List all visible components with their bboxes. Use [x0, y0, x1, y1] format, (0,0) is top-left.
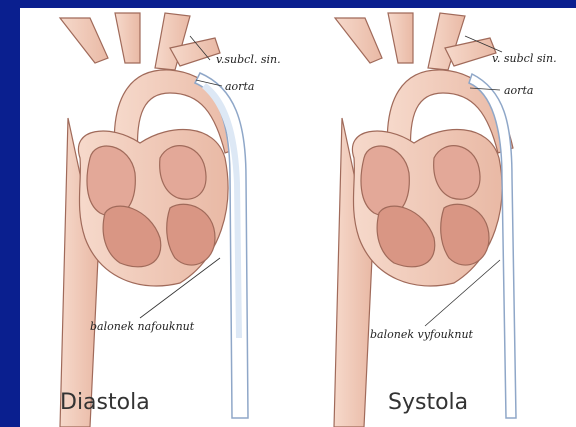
- systole-heart: [334, 13, 516, 427]
- aorta-label: aorta: [504, 84, 533, 97]
- balloon-label: balonek vyfouknut: [370, 328, 473, 341]
- diastole-heart: [60, 13, 248, 427]
- vessel-label: v.subcl. sin.: [216, 53, 281, 66]
- aorta-label: aorta: [225, 80, 254, 93]
- balloon-label: balonek nafouknut: [90, 320, 194, 333]
- illustration-canvas: v.subcl. sin. aorta balonek nafouknut Di…: [20, 8, 576, 427]
- vessel-label: v. subcl sin.: [492, 52, 557, 65]
- systole-title: Systola: [388, 390, 468, 415]
- diastole-title: Diastola: [60, 390, 150, 415]
- heart-illustration: [20, 8, 576, 427]
